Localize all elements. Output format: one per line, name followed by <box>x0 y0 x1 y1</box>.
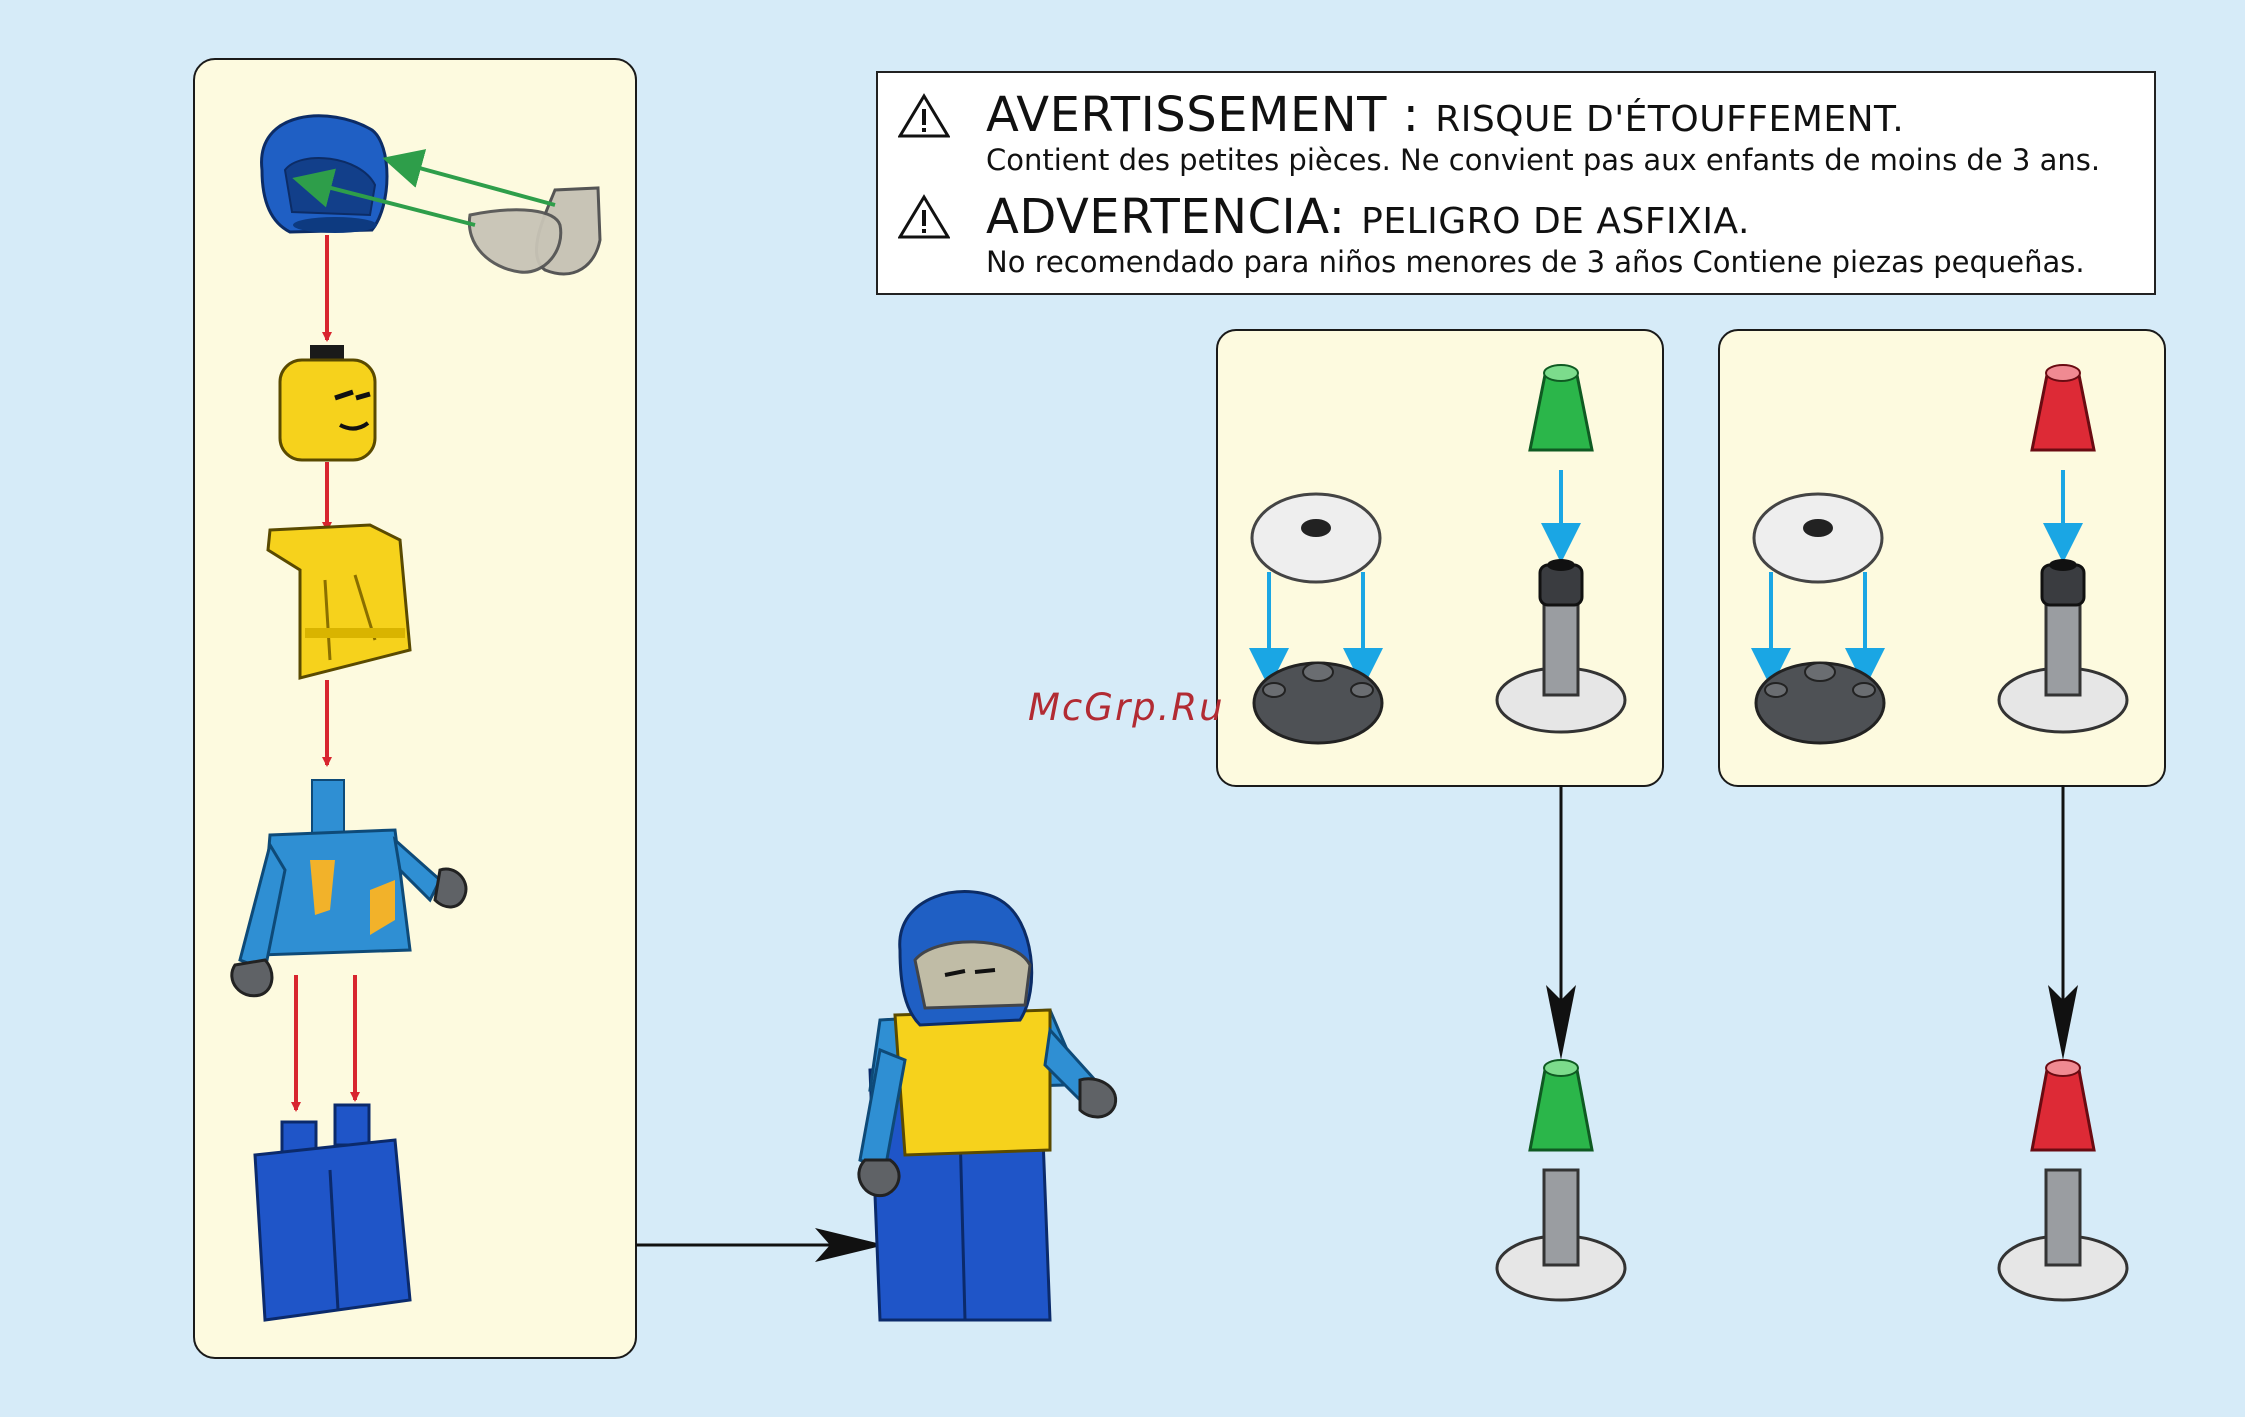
torso-part <box>232 780 466 996</box>
round-plate-part <box>1756 663 1884 743</box>
round-tile-part <box>1754 494 1882 582</box>
watermark: McGrp.Ru <box>1028 686 1225 729</box>
life-vest-part <box>268 525 410 678</box>
helmet-part <box>262 116 387 233</box>
round-tile-part <box>1252 494 1380 582</box>
red-signal-assembled <box>1999 1060 2127 1300</box>
red-cone-part <box>2032 365 2094 450</box>
finished-minifigure <box>859 892 1116 1320</box>
head-part <box>280 345 375 460</box>
assembly-arrow <box>390 160 555 205</box>
green-signal-assembled <box>1497 1060 1625 1300</box>
legs-part <box>255 1105 410 1320</box>
lamp-base-part <box>1497 559 1625 732</box>
round-plate-part <box>1254 663 1382 743</box>
lamp-base-part <box>1999 559 2127 732</box>
green-cone-part <box>1530 365 1592 450</box>
